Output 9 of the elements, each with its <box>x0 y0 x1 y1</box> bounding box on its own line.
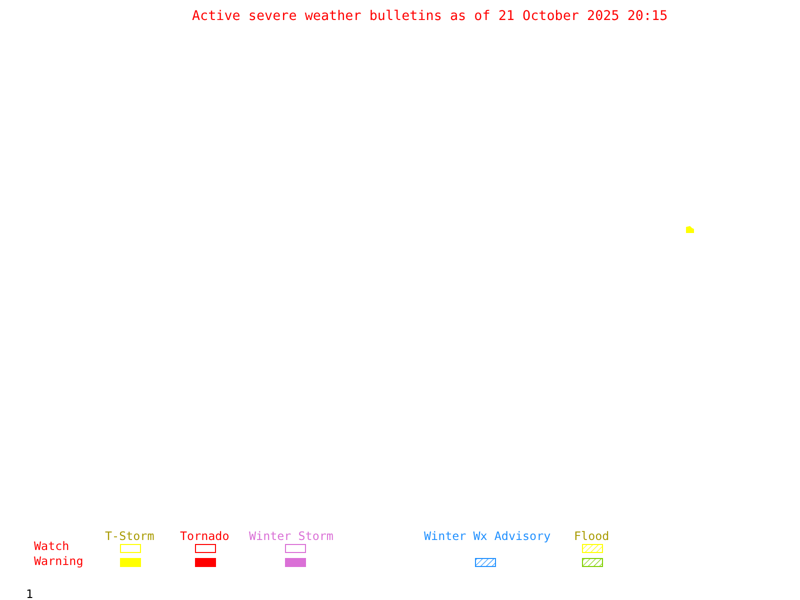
title: Active severe weather bulletins as of 21 October 2025 20:15 <box>192 10 668 24</box>
column-header: Winter Wx Advisory <box>424 529 551 543</box>
column-header: T-Storm <box>105 529 154 543</box>
row-header: Watch <box>34 539 70 553</box>
row-header: Warning <box>34 554 84 568</box>
column-header: Flood <box>574 529 610 543</box>
page-number: 1 <box>26 587 34 600</box>
column-header: Tornado <box>180 529 230 543</box>
column-header: Winter Storm <box>249 529 334 543</box>
